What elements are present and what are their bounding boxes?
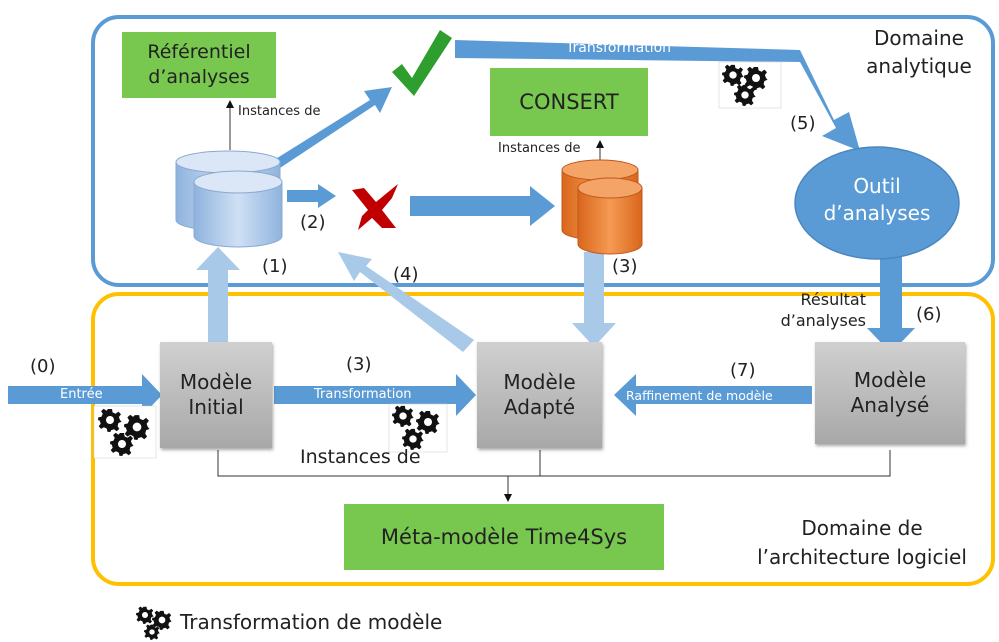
instances-connector: [217, 450, 891, 477]
consert-box: CONSERT: [490, 68, 648, 136]
entree-label: Entrée: [60, 387, 103, 402]
domain-analytique-frame: [91, 15, 995, 287]
modele-analyse-box: Modèle Analysé: [815, 342, 965, 444]
database-orange-icon: [561, 159, 643, 255]
instances-de-consert: Instances de: [498, 141, 581, 156]
step-0-label: (0): [30, 356, 56, 377]
instances-de-models: Instances de: [300, 446, 421, 468]
step-5-label: (5): [790, 113, 816, 134]
gear-icon-legend: [136, 606, 172, 640]
instances-arrowhead-consert: [596, 140, 604, 148]
transformation-top-label: Transformation: [566, 40, 672, 56]
referentiel-box: Référentiel d’analyses: [122, 32, 276, 98]
outil-analyses-label: Outil d’analyses: [823, 174, 931, 225]
domain-architecture-label: Domaine de l’architecture logiciel: [757, 516, 967, 569]
arrow-to-consert: [410, 186, 555, 226]
step-3-mid-label: (3): [346, 354, 372, 375]
instances-arrowhead: [504, 494, 512, 502]
arrow-step6: [867, 256, 915, 353]
gear-icon-entree: [93, 405, 157, 459]
gear-icon-top: [718, 61, 782, 109]
database-blue-icon: [175, 150, 283, 248]
step-2-label: (2): [300, 212, 326, 233]
arrow-to-check: [274, 87, 392, 168]
resultat-analyses-label: Résultat d’analyses: [780, 290, 866, 330]
check-icon: [392, 30, 452, 96]
step-3-top-label: (3): [612, 256, 638, 277]
modele-adapte-box: Modèle Adapté: [477, 342, 602, 448]
arrow-entree: [8, 374, 162, 416]
arrow-step2: [287, 184, 336, 208]
arrow-transformation-mid: [274, 374, 476, 416]
gear-icon-transformation: [388, 403, 448, 453]
step-7-label: (7): [730, 360, 756, 381]
domain-architecture-frame: [91, 292, 995, 586]
step-6-label: (6): [916, 304, 942, 325]
outil-analyses-ellipse: [794, 146, 960, 260]
arrow-raffinement: [614, 374, 812, 416]
step-4-label: (4): [393, 264, 419, 285]
arrow-initial-to-db: [196, 247, 240, 343]
legend-label: Transformation de modèle: [180, 610, 443, 634]
transformation-mid-label: Transformation: [314, 387, 412, 402]
instances-de-referentiel: Instances de: [238, 104, 321, 119]
cross-icon: [352, 184, 398, 230]
raffinement-label: Raffinement de modèle: [626, 388, 773, 403]
arrow-step4: [338, 252, 474, 352]
transformation-arrow-top: [455, 40, 860, 151]
instances-arrowhead-referentiel: [226, 100, 234, 108]
domain-analytique-label: Domaine analytique: [866, 26, 972, 78]
modele-initial-box: Modèle Initial: [160, 342, 272, 448]
metamodele-box: Méta-modèle Time4Sys: [344, 504, 664, 570]
step-1-label: (1): [262, 256, 288, 277]
arrow-step3-down: [572, 252, 616, 347]
